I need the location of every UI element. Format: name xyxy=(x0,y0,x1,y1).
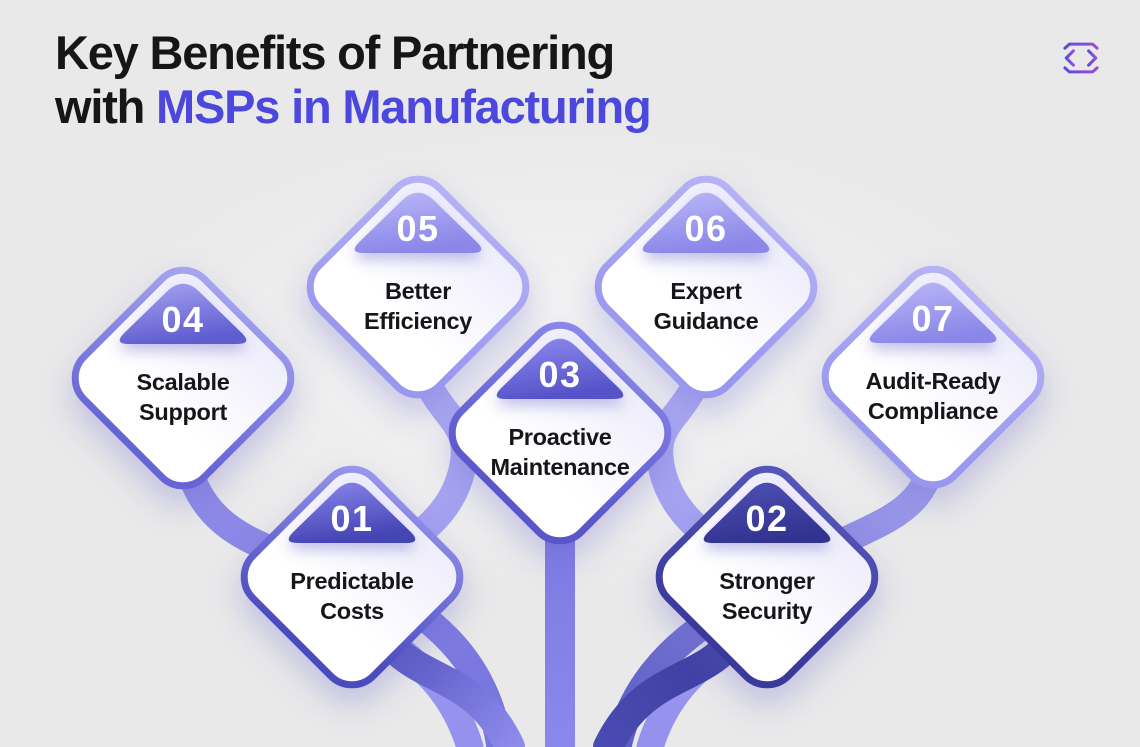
logo-icon xyxy=(1063,42,1099,74)
benefit-number: 04 xyxy=(161,299,205,340)
card-badge xyxy=(354,192,482,253)
card-badge xyxy=(642,192,770,253)
title-accent: MSPs in Manufacturing xyxy=(156,80,652,133)
benefit-number: 03 xyxy=(538,354,582,395)
title-line2: with MSPs in Manufacturing xyxy=(55,80,652,133)
benefit-number: 07 xyxy=(911,298,955,339)
brand-logo xyxy=(1056,36,1106,80)
page-title: Key Benefits of Partnering with MSPs in … xyxy=(55,26,652,134)
benefit-number: 01 xyxy=(330,498,374,539)
title-line1: Key Benefits of Partnering xyxy=(55,26,615,79)
benefit-number: 02 xyxy=(745,498,789,539)
card-badge xyxy=(119,283,247,344)
benefit-number: 05 xyxy=(396,208,440,249)
card-badge xyxy=(869,282,997,343)
card-badge xyxy=(496,338,624,399)
benefit-number: 06 xyxy=(684,208,728,249)
